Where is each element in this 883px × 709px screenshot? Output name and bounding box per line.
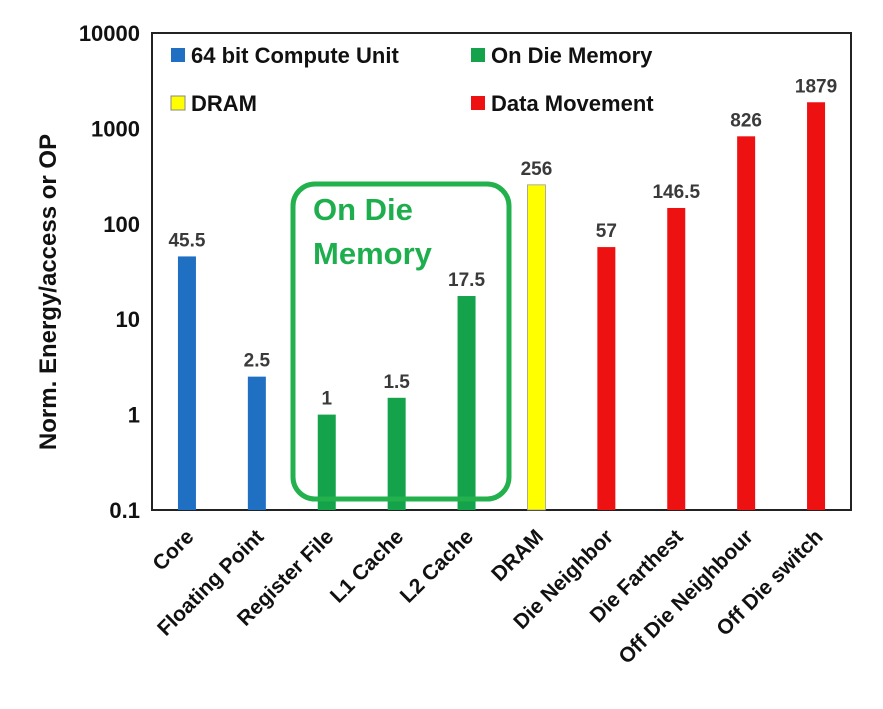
bar-core — [177, 256, 196, 510]
legend-swatch-data-movement — [471, 96, 485, 110]
y-tick-label: 1 — [128, 403, 140, 428]
data-label-dram: 256 — [521, 159, 553, 180]
annotation-line-1: On Die — [313, 192, 413, 227]
category-label-off-die-neighbour: Off Die Neighbour — [614, 525, 757, 668]
category-label-l2-cache: L2 Cache — [396, 525, 478, 607]
on-die-memory-annotation: On Die Memory — [290, 181, 512, 502]
legend-label-compute: 64 bit Compute Unit — [191, 43, 399, 68]
data-label-floating-point: 2.5 — [244, 351, 271, 372]
legend-swatch-dram — [170, 95, 186, 111]
category-label-core: Core — [148, 525, 198, 575]
bar-off-die-neighbour — [737, 136, 756, 510]
y-tick-label: 100 — [103, 212, 140, 237]
on-die-memory-box — [290, 181, 512, 502]
bars — [177, 102, 826, 511]
bar-l2-cache — [457, 296, 476, 510]
data-label-core: 45.5 — [168, 230, 205, 251]
plot-frame — [151, 32, 852, 511]
data-label-l1-cache: 1.5 — [383, 372, 410, 393]
y-tick-label: 10000 — [79, 21, 140, 46]
legend-label-data-movement: Data Movement — [491, 91, 654, 116]
bar-dram — [527, 184, 546, 511]
bar-l1-cache — [387, 397, 406, 510]
y-tick-label: 0.1 — [109, 498, 140, 523]
data-label-die-neighbor: 57 — [596, 221, 617, 242]
y-tick-label: 10 — [116, 307, 140, 332]
data-label-die-farthest: 146.5 — [652, 182, 700, 203]
data-label-off-die-neighbour: 826 — [730, 110, 762, 131]
data-label-register-file: 1 — [321, 389, 332, 410]
y-tick-labels: 0.1 1 10 100 1000 10000 — [79, 21, 140, 523]
y-tick-label: 1000 — [91, 116, 140, 141]
category-label-dram: DRAM — [487, 525, 548, 586]
y-axis-label: Norm. Energy/access or OP — [35, 134, 62, 450]
bar-die-farthest — [667, 207, 686, 510]
legend-swatch-compute — [171, 48, 185, 62]
bar-die-neighbor — [597, 247, 616, 510]
legend-label-dram: DRAM — [191, 91, 257, 116]
annotation-line-2: Memory — [313, 236, 433, 271]
bar-register-file — [317, 414, 336, 510]
legend: 64 bit Compute Unit On Die Memory DRAM D… — [170, 43, 654, 116]
category-label-l1-cache: L1 Cache — [326, 525, 408, 607]
data-labels: 45.5 2.5 1 1.5 17.5 256 57 146.5 826 1879 — [168, 76, 837, 409]
bar-off-die-switch — [807, 102, 826, 510]
bar-floating-point — [247, 376, 266, 510]
data-label-off-die-switch: 1879 — [795, 76, 837, 97]
legend-swatch-on-die-memory — [471, 48, 485, 62]
data-label-l2-cache: 17.5 — [448, 270, 485, 291]
legend-label-on-die-memory: On Die Memory — [491, 43, 653, 68]
